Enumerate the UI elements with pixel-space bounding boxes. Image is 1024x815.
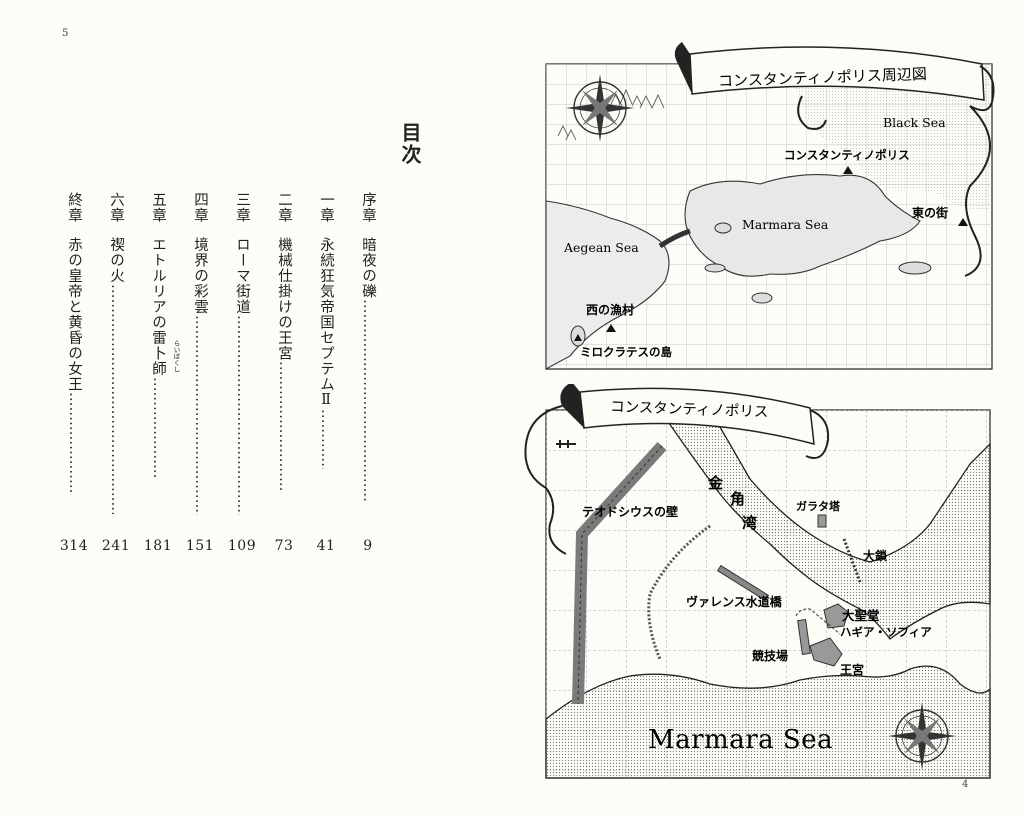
- toc-entry[interactable]: 五章エトルリアの雷卜師……………………: [147, 192, 169, 477]
- toc-page-number: 73: [274, 538, 294, 554]
- toc-leader: …………………………: [276, 361, 292, 491]
- page-number-left: 5: [62, 28, 69, 39]
- label-cathedral: 大聖堂: [842, 608, 880, 623]
- toc-page-number: 151: [185, 538, 215, 554]
- toc-chapter-title: 禊の火: [108, 237, 124, 284]
- toc-ruby: らいぼくし: [172, 340, 180, 373]
- golden-horn-shape: [658, 409, 991, 640]
- toc-chapter: 三章: [234, 192, 250, 223]
- toc-leader: ……………: [318, 409, 334, 469]
- label-marmara-city: Marmara Sea: [648, 725, 833, 755]
- label-chain: 大鎖: [863, 548, 888, 563]
- black-sea-shape: [790, 64, 992, 211]
- toc-entry[interactable]: 六章禊の火…………………………………………: [105, 192, 127, 514]
- hagia-sophia: [823, 603, 849, 629]
- label-galata: ガラタ塔: [796, 499, 841, 513]
- city-map-banner: [524, 384, 830, 555]
- label-theodosian-wall: テオドシウスの壁: [582, 504, 678, 519]
- label-constantinople: コンスタンティノポリス: [784, 148, 910, 162]
- toc-chapter: 四章: [192, 192, 208, 223]
- toc-entry[interactable]: 終章赤の皇帝と黄昏の女王……………………: [63, 192, 85, 492]
- label-aqueduct: ヴァレンス水道橋: [686, 594, 783, 609]
- label-hagia-sophia: ハギア・ソフィア: [840, 625, 932, 639]
- toc-chapter: 五章: [150, 192, 166, 223]
- marmara-sea-shape: [684, 174, 921, 277]
- toc-entry[interactable]: 二章機械仕掛けの王宮…………………………: [273, 192, 295, 491]
- label-island: ミロクラテスの島: [580, 345, 672, 359]
- toc-leader: …………………………………………: [108, 283, 124, 514]
- toc-chapter: 二章: [276, 192, 292, 223]
- toc-chapter-title: ローマ街道: [234, 237, 250, 315]
- toc-leader: ……………………………………: [234, 314, 250, 515]
- toc-chapter-title: エトルリアの雷卜師: [150, 237, 166, 377]
- valens-aqueduct: [716, 564, 770, 602]
- west-village-marker: [606, 324, 616, 332]
- label-east-town: 東の街: [912, 205, 948, 220]
- label-golden-horn-1: 金: [707, 474, 724, 492]
- toc-chapter-title: 暗夜の礫: [360, 237, 376, 299]
- theodosian-wall: [572, 441, 667, 705]
- galata-tower: [817, 514, 827, 528]
- toc-page-number: 314: [59, 538, 89, 554]
- city-map-title: コンスタンティノポリス: [610, 398, 769, 421]
- toc-page-number: 109: [227, 538, 257, 554]
- toc-chapter-title: 機械仕掛けの王宮: [276, 237, 292, 361]
- toc-title: 目次: [398, 122, 422, 166]
- toc-chapter-title: 赤の皇帝と黄昏の女王: [66, 237, 82, 392]
- marmara-city-shape: [545, 665, 991, 779]
- toc-chapter: 終章: [66, 192, 82, 223]
- toc-entry[interactable]: 四章境界の彩雲……………………………………: [189, 192, 211, 515]
- label-aegean: Aegean Sea: [563, 240, 639, 255]
- compass-rose-icon: [888, 702, 956, 770]
- toc-entry[interactable]: 序章暗夜の礫……………………………………: [357, 192, 379, 604]
- toc-entry[interactable]: 三章ローマ街道……………………………………: [231, 192, 253, 515]
- label-marmara: Marmara Sea: [742, 217, 829, 232]
- compass-rose-icon: [566, 74, 634, 142]
- toc-page-number: 41: [316, 538, 336, 554]
- page-number-right: 4: [962, 779, 969, 790]
- toc-chapter: 一章: [318, 192, 334, 223]
- toc-leader: ……………………: [66, 392, 82, 492]
- constantinople-marker: [843, 166, 853, 174]
- toc-chapter: 六章: [108, 192, 124, 223]
- toc-chapter-title: 永続狂気帝国セプテムⅡ: [318, 237, 334, 409]
- toc-entry[interactable]: 一章永続狂気帝国セプテムⅡ……………: [315, 192, 337, 469]
- label-west-village: 西の漁村: [586, 302, 634, 317]
- toc-page-number: 9: [363, 538, 373, 554]
- label-hippodrome: 競技場: [752, 648, 788, 663]
- label-black-sea: Black Sea: [883, 115, 946, 130]
- region-map: コンスタンティノポリス周辺図 Black Sea コンスタンティノポリス Mar…: [545, 42, 995, 370]
- label-palace: 王宮: [840, 662, 864, 677]
- toc-leader: ……………………………………: [192, 314, 208, 515]
- hippodrome: [797, 619, 811, 655]
- label-golden-horn-3: 湾: [742, 514, 757, 532]
- island-marker: [574, 334, 582, 341]
- palace: [809, 637, 843, 667]
- region-map-banner: [674, 42, 995, 277]
- toc-leader: ……………………………………: [360, 299, 376, 502]
- east-town-marker: [958, 218, 968, 226]
- toc-chapter-title: 境界の彩雲: [192, 237, 208, 315]
- city-map: コンスタンティノポリス テオドシウスの壁 金 角 湾 ガラタ塔 大鎖 ヴァレンス…: [524, 384, 991, 779]
- toc-page-number: 241: [101, 538, 131, 554]
- toc-chapter: 序章: [360, 192, 376, 223]
- label-golden-horn-2: 角: [730, 490, 745, 508]
- toc-page-number: 181: [143, 538, 173, 554]
- toc-leader: ……………………: [150, 376, 166, 477]
